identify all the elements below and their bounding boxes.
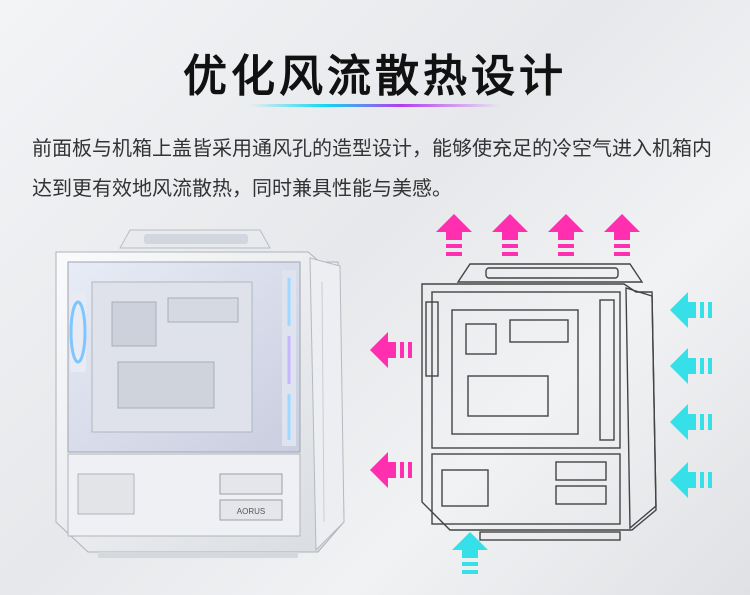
rear-exhaust-arrows: [370, 332, 412, 488]
bottom-intake-arrow: [452, 532, 488, 574]
top-exhaust-arrows: [436, 214, 640, 256]
pc-case-photo: AORUS: [55, 229, 345, 558]
title-accent-line: [250, 104, 500, 107]
front-intake-arrows: [670, 292, 712, 498]
description-text: 前面板与机箱上盖皆采用通风孔的造型设计，能够使充足的冷空气进入机箱内达到更有效地…: [32, 136, 712, 200]
airflow-diagram: [370, 214, 712, 574]
page-title: 优化风流散热设计: [183, 51, 567, 102]
psu-logo: AORUS: [237, 507, 265, 516]
